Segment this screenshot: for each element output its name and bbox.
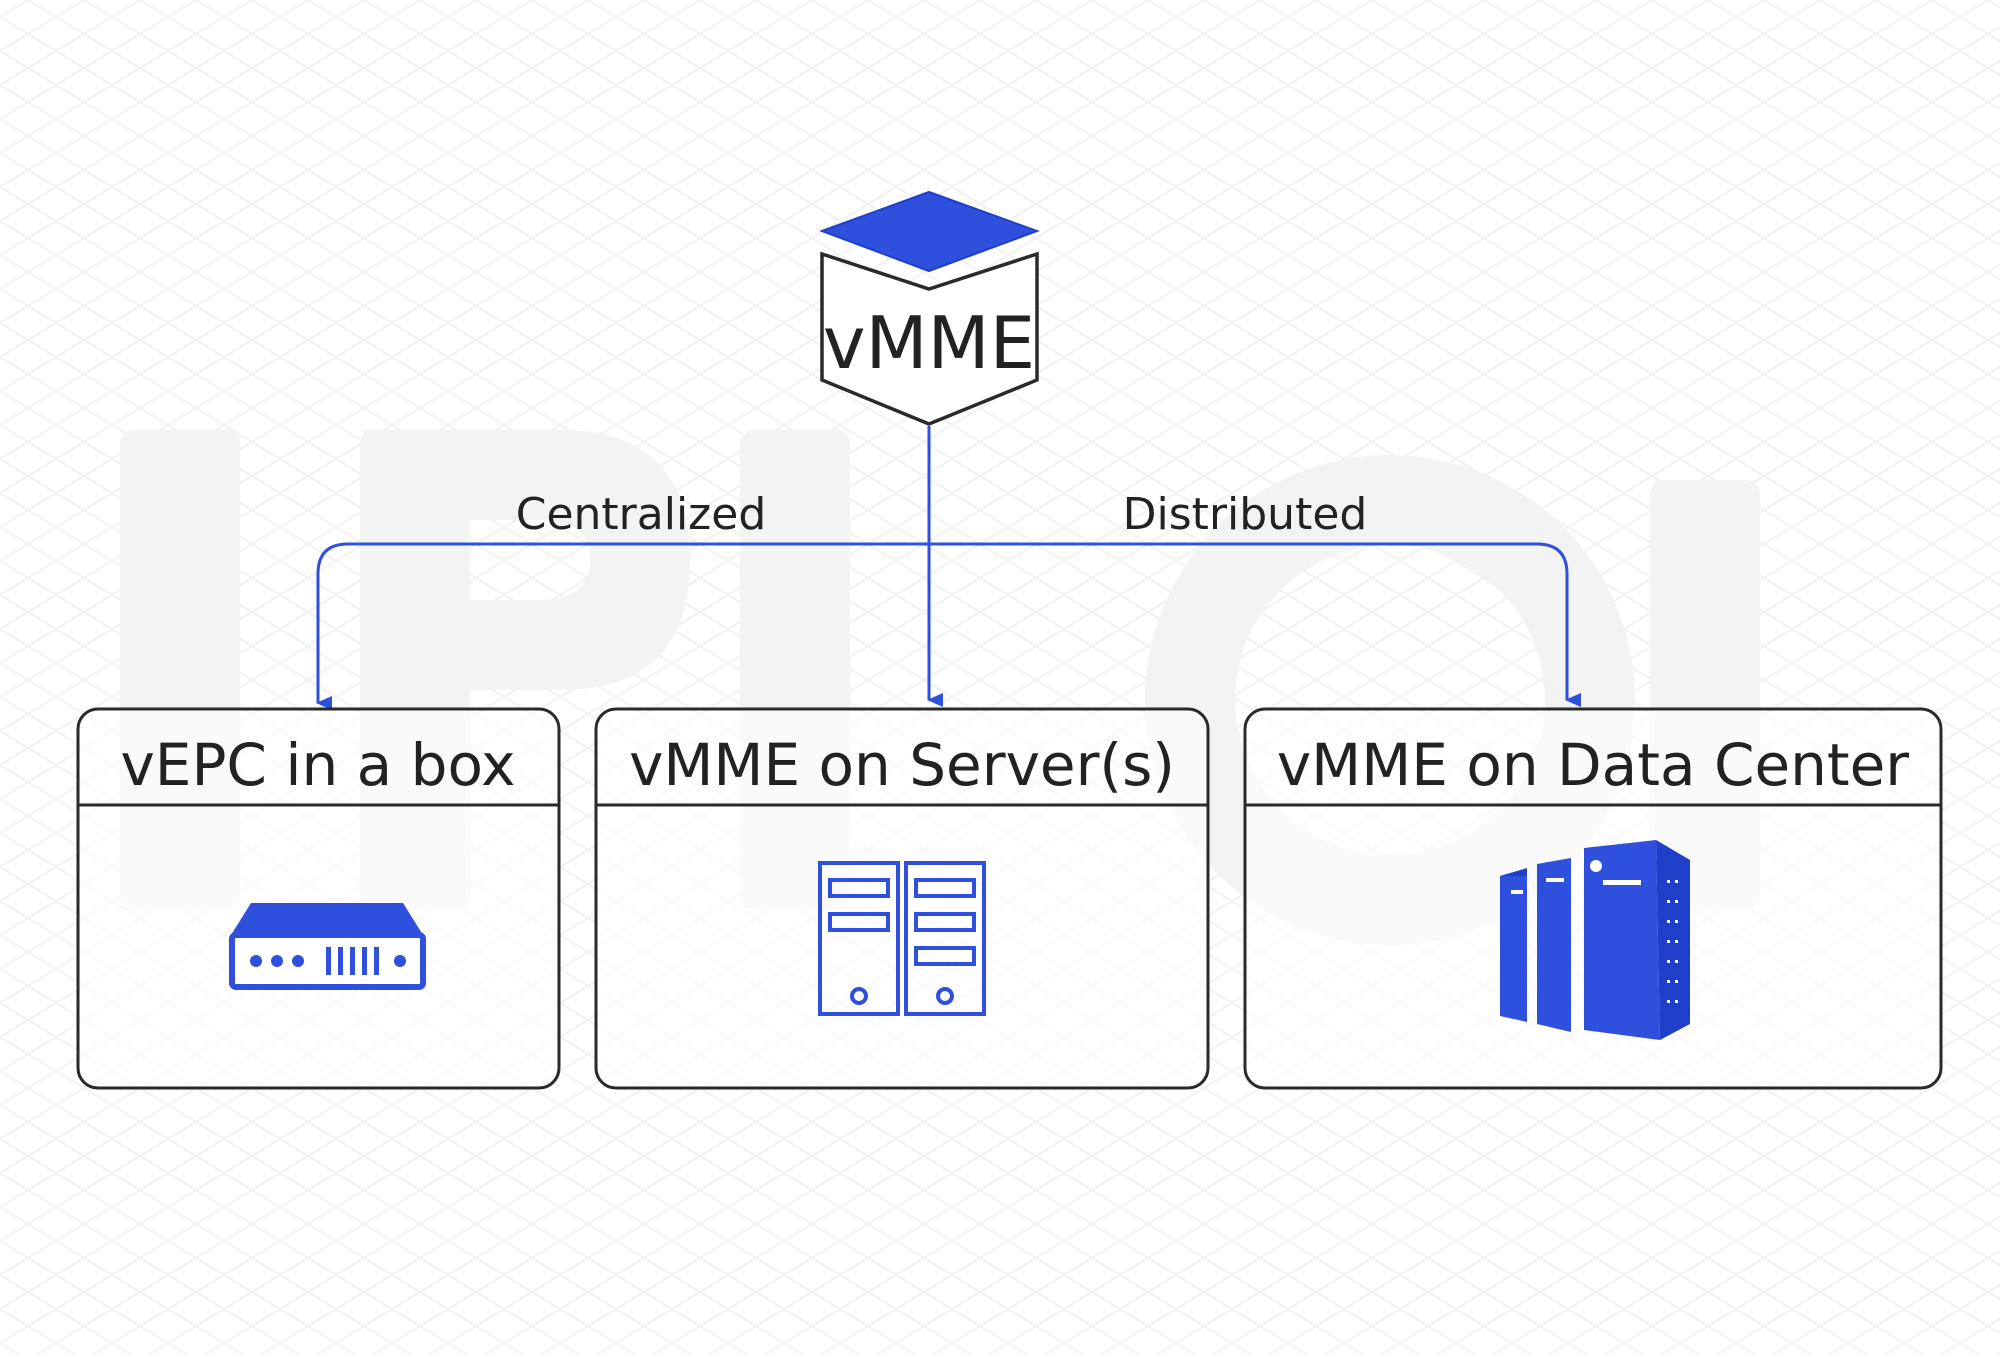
- left-arrow: [316, 542, 929, 710]
- cube-top: [819, 190, 1040, 273]
- root-label: vMME: [823, 301, 1035, 385]
- branch-label-centralized: Centralized: [516, 489, 767, 540]
- branch-label-distributed: Distributed: [1123, 489, 1368, 540]
- option-box-datacenter: vMME on Data Center: [1243, 707, 1943, 1090]
- data-center-icon: [1500, 840, 1690, 1040]
- option-box-vepc: vEPC in a box: [76, 707, 561, 1090]
- connectors: [316, 426, 1581, 710]
- option-title: vMME on Data Center: [1277, 731, 1909, 799]
- network-appliance-icon: [229, 903, 426, 990]
- cube-body: [820, 251, 1039, 426]
- option-title: vEPC in a box: [120, 731, 515, 799]
- option-title: vMME on Server(s): [629, 731, 1175, 799]
- server-towers-icon: [818, 861, 986, 1016]
- right-arrow: [929, 542, 1581, 707]
- option-box-servers: vMME on Server(s): [594, 707, 1210, 1090]
- root-node-vmme: vMME: [819, 190, 1040, 426]
